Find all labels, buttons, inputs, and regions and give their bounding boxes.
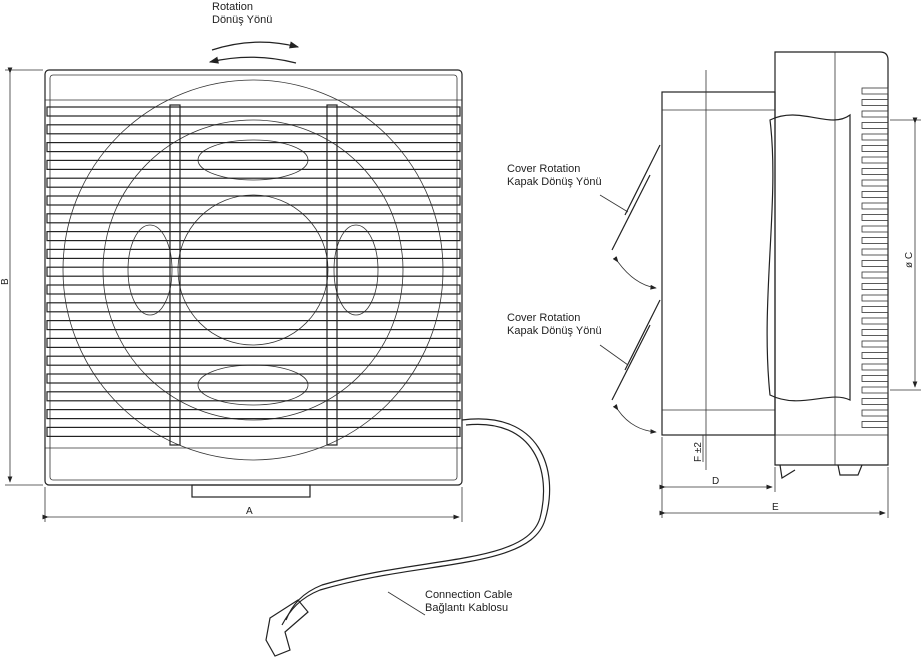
grille-tooth xyxy=(861,225,889,233)
dim-c: ø C xyxy=(904,252,915,268)
grille-slat xyxy=(46,213,461,224)
grille-tooth xyxy=(861,271,889,279)
grille-slat xyxy=(46,284,461,295)
impeller-housing xyxy=(62,79,444,461)
grille-tooth xyxy=(861,99,889,106)
dim-a: A xyxy=(246,506,253,517)
grille-tooth xyxy=(861,340,889,348)
rotation-arrow-ccw-icon xyxy=(208,56,297,64)
cover-flap-lower xyxy=(624,299,661,371)
cable-label-en: Connection Cable xyxy=(425,589,512,601)
grille-slat xyxy=(46,142,461,153)
grille-tooth xyxy=(861,214,889,221)
rotation-arrow-cw-icon xyxy=(211,41,300,51)
grille-tooth xyxy=(861,133,889,141)
cover-rotation-label-2-tr: Kapak Dönüş Yönü xyxy=(507,325,602,337)
grille-tooth xyxy=(861,398,889,405)
rotation-label-en: Rotation xyxy=(212,1,253,13)
grille-tooth xyxy=(861,87,889,95)
grille-slat xyxy=(46,355,461,366)
grille-slat xyxy=(46,177,461,188)
grille-slat xyxy=(46,320,461,331)
cover-rotation-label-2-en: Cover Rotation xyxy=(507,312,580,324)
grille-slat xyxy=(46,426,461,437)
rotation-label-tr: Dönüş Yönü xyxy=(212,14,272,26)
cover-flap-upper xyxy=(624,144,661,216)
grille-slat xyxy=(46,302,461,313)
grille-tooth xyxy=(861,191,889,198)
grille-slat xyxy=(46,231,461,242)
cable-label-tr: Bağlantı Kablosu xyxy=(425,602,508,614)
grille-slats xyxy=(46,106,461,437)
grille-tooth xyxy=(861,421,889,428)
grille-tooth xyxy=(861,168,889,175)
grille-tooth xyxy=(861,306,889,313)
grille-tooth xyxy=(861,179,889,187)
cover-rotation-label-1-tr: Kapak Dönüş Yönü xyxy=(507,176,602,188)
grille-tooth xyxy=(861,110,889,118)
grille-tooth xyxy=(861,156,889,164)
grille-slat xyxy=(46,248,461,259)
grille-tooth xyxy=(861,375,889,382)
dim-e: E xyxy=(772,502,779,513)
dim-b: B xyxy=(0,278,11,285)
grille-tooth xyxy=(861,202,889,210)
grille-slat xyxy=(46,159,461,170)
grille-tooth xyxy=(861,317,889,325)
grille-tooth xyxy=(861,386,889,394)
cover-rotation-arrow-icon xyxy=(612,256,657,290)
grille-tooth xyxy=(861,260,889,267)
grille-slat xyxy=(46,337,461,348)
grille-tooth xyxy=(861,329,889,336)
grille-slat xyxy=(46,409,461,420)
motor-hub xyxy=(177,194,329,346)
cover-rotation-arrow-icon xyxy=(612,404,657,434)
grille-tooth xyxy=(861,409,889,417)
grille-tooth xyxy=(861,283,889,290)
grille-slat xyxy=(46,391,461,402)
grille-tooth xyxy=(861,122,889,129)
dim-d: D xyxy=(712,476,719,487)
grille-tooth xyxy=(861,237,889,244)
grille-tooth xyxy=(861,363,889,371)
grille-slat xyxy=(46,195,461,206)
grille-slat xyxy=(46,106,461,117)
front-view xyxy=(44,69,463,498)
grille-tooth xyxy=(861,248,889,256)
grille-tooth xyxy=(861,294,889,302)
connection-cable xyxy=(281,418,551,626)
grille-tooth xyxy=(861,145,889,152)
dim-f: F ±2 xyxy=(693,442,704,462)
plug-icon xyxy=(265,599,309,657)
grille-teeth xyxy=(861,87,889,428)
impeller-section xyxy=(766,113,851,402)
grille-slat xyxy=(46,124,461,135)
grille-slat xyxy=(46,266,461,277)
grille-tooth xyxy=(861,352,889,359)
side-view xyxy=(611,51,889,479)
cover-rotation-label-1-en: Cover Rotation xyxy=(507,163,580,175)
bottom-tab xyxy=(191,484,311,498)
grille-slat xyxy=(46,373,461,384)
